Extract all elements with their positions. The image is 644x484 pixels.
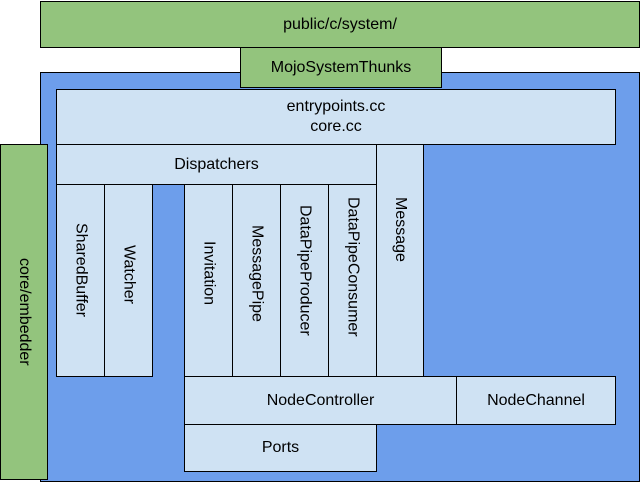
entrypoints-label: entrypoints.cc [286, 98, 386, 115]
data-pipe-consumer-label: DataPipeConsumer [344, 197, 362, 337]
node-channel-label: NodeChannel [487, 391, 585, 409]
node-channel-box: NodeChannel [456, 376, 616, 425]
public-c-system-box: public/c/system/ [40, 1, 640, 48]
node-controller-box: NodeController [184, 376, 457, 425]
message-label: Message [392, 197, 409, 262]
dispatchers-label: Dispatchers [174, 155, 259, 173]
data-pipe-producer-label: DataPipeProducer [296, 205, 314, 336]
ports-box: Ports [184, 424, 377, 472]
watcher-label: Watcher [120, 245, 138, 304]
mojo-system-thunks-box: MojoSystemThunks [240, 47, 442, 88]
shared-buffer-box: SharedBuffer [56, 184, 105, 377]
core-embedder-box: core/embedder [0, 144, 48, 480]
message-box: Message [376, 144, 424, 377]
invitation-label: Invitation [200, 241, 218, 306]
dispatchers-box: Dispatchers [56, 144, 377, 185]
data-pipe-consumer-box: DataPipeConsumer [328, 184, 377, 377]
public-c-system-label: public/c/system/ [283, 15, 397, 33]
invitation-box: Invitation [184, 184, 233, 377]
watcher-box: Watcher [104, 184, 153, 377]
ports-label: Ports [261, 439, 300, 456]
data-pipe-producer-box: DataPipeProducer [280, 184, 329, 377]
core-cc-label: core.cc [310, 118, 362, 135]
message-pipe-box: MessagePipe [232, 184, 281, 377]
shared-buffer-label: SharedBuffer [72, 223, 90, 317]
node-controller-label: NodeController [266, 391, 375, 409]
core-embedder-label: core/embedder [16, 258, 33, 366]
entrypoints-box: entrypoints.cc core.cc [56, 89, 616, 145]
mojo-system-thunks-label: MojoSystemThunks [270, 58, 412, 76]
message-pipe-label: MessagePipe [248, 225, 266, 322]
